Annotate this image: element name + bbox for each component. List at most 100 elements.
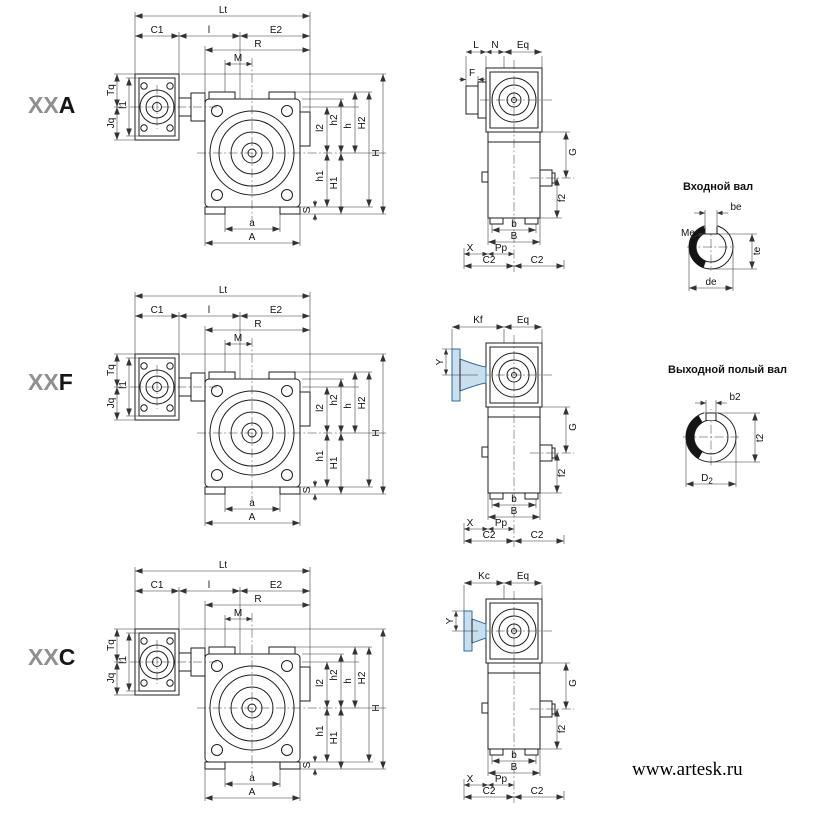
- dim-label-a: a: [249, 773, 255, 784]
- dim-label-b: b: [511, 750, 517, 761]
- dim-label-c2-right: C2: [531, 786, 544, 797]
- dim-label-g: G: [568, 423, 579, 431]
- dim-label-L: L: [473, 40, 479, 51]
- dim-label-l1: l1: [118, 656, 129, 664]
- dim-label-h1: h1: [315, 725, 326, 737]
- dim-label-h2: h2: [329, 394, 340, 406]
- dim-label-eq: Eq: [517, 571, 529, 582]
- dim-label-f2: f2: [557, 468, 568, 477]
- dim-label-l2: l2: [315, 124, 326, 132]
- dim-label-pp: Pp: [495, 243, 508, 254]
- side-view-xxf-flange: [442, 327, 542, 401]
- dim-label-kf: Kf: [473, 315, 483, 326]
- dim-label-x: X: [467, 518, 474, 529]
- dim-label-c2-right: C2: [531, 255, 544, 266]
- dim-label-l: l: [208, 305, 210, 316]
- dim-label-h1: h1: [315, 450, 326, 462]
- dim-label-m: M: [234, 608, 242, 619]
- input-shaft-title: Входной вал: [683, 181, 753, 193]
- dim-label-me: Me: [681, 228, 695, 239]
- dim-label-jq: Jq: [106, 398, 117, 409]
- dim-label-c1: C1: [151, 305, 164, 316]
- dim-label-n: N: [491, 40, 498, 51]
- dim-label-be: be: [730, 202, 742, 213]
- dim-label-a: a: [249, 218, 255, 229]
- dim-label-lt: Lt: [219, 560, 228, 571]
- dim-label-s: S: [302, 761, 313, 768]
- dim-label-f: F: [469, 68, 475, 79]
- dim-label-hh: H: [371, 149, 382, 156]
- dim-label-l2: l2: [315, 679, 326, 687]
- input-shaft-detail: Входной вал be Me te de: [681, 181, 763, 291]
- dim-label-h1: h1: [315, 170, 326, 182]
- dim-label-h: h: [343, 678, 354, 684]
- dim-label-aa: A: [249, 512, 256, 523]
- dim-label-hh1: H1: [329, 456, 340, 469]
- dim-label-e2: E2: [270, 305, 283, 316]
- dim-label-c2-right: C2: [531, 530, 544, 541]
- dim-label-eq: Eq: [517, 40, 529, 51]
- dim-label-tq: Tq: [106, 639, 117, 651]
- dim-label-lt: Lt: [219, 5, 228, 16]
- dim-label-hh2: H2: [357, 116, 368, 129]
- model-label-xxa: XXA: [28, 92, 75, 118]
- dim-label-c2-left: C2: [483, 786, 496, 797]
- dim-label-te: te: [752, 246, 763, 255]
- dim-label-g: G: [568, 148, 579, 156]
- dim-label-hh1: H1: [329, 731, 340, 744]
- model-label-xxc: XXC: [28, 644, 75, 670]
- model-label-xxf: XXF: [28, 369, 73, 395]
- dim-label-l1: l1: [118, 101, 129, 109]
- dim-label-r: R: [254, 594, 261, 605]
- dim-label-y: Y: [435, 358, 446, 365]
- output-shaft-detail: Выходной полый вал b2 t2 D2: [668, 364, 787, 487]
- dim-label-b: b: [511, 219, 517, 230]
- dim-label-tq: Tq: [106, 364, 117, 376]
- dim-label-eq: Eq: [517, 315, 529, 326]
- dim-label-jq: Jq: [106, 118, 117, 129]
- dim-label-c1: C1: [151, 580, 164, 591]
- dim-label-de: de: [705, 277, 717, 288]
- dim-label-pp: Pp: [495, 774, 508, 785]
- dim-label-b2: b2: [729, 392, 741, 403]
- dim-label-s: S: [302, 486, 313, 493]
- dim-label-bb: B: [511, 762, 518, 773]
- dim-label-jq: Jq: [106, 673, 117, 684]
- dim-label-aa: A: [249, 232, 256, 243]
- dim-label-aa: A: [249, 787, 256, 798]
- dim-label-y: Y: [445, 617, 456, 624]
- dim-label-hh: H: [371, 704, 382, 711]
- dim-label-d2: D2: [701, 473, 713, 486]
- dim-label-hh2: H2: [357, 671, 368, 684]
- dim-label-h2: h2: [329, 669, 340, 681]
- side-view-xxa: [464, 60, 574, 272]
- dim-label-lt: Lt: [219, 285, 228, 296]
- dim-label-h2: h2: [329, 114, 340, 126]
- dim-label-c1: C1: [151, 25, 164, 36]
- dim-label-hh: H: [371, 429, 382, 436]
- dim-label-t2: t2: [755, 433, 766, 442]
- dim-label-r: R: [254, 39, 261, 50]
- dim-label-hh2: H2: [357, 396, 368, 409]
- dim-label-s: S: [302, 206, 313, 213]
- dim-label-l: l: [208, 580, 210, 591]
- dim-label-kc: Kc: [478, 571, 490, 582]
- dim-label-pp: Pp: [495, 518, 508, 529]
- dim-label-x: X: [467, 774, 474, 785]
- dim-label-c2-left: C2: [483, 255, 496, 266]
- dim-label-r: R: [254, 319, 261, 330]
- dim-label-h: h: [343, 123, 354, 129]
- dim-label-bb: B: [511, 231, 518, 242]
- dim-label-f2: f2: [557, 193, 568, 202]
- dim-label-h: h: [343, 403, 354, 409]
- dim-label-f2: f2: [557, 724, 568, 733]
- dim-label-m: M: [234, 53, 242, 64]
- dim-label-bb: B: [511, 506, 518, 517]
- dim-label-e2: E2: [270, 25, 283, 36]
- dim-label-x: X: [467, 243, 474, 254]
- dim-label-tq: Tq: [106, 84, 117, 96]
- website-text: www.artesk.ru: [632, 759, 743, 780]
- dim-label-hh1: H1: [329, 176, 340, 189]
